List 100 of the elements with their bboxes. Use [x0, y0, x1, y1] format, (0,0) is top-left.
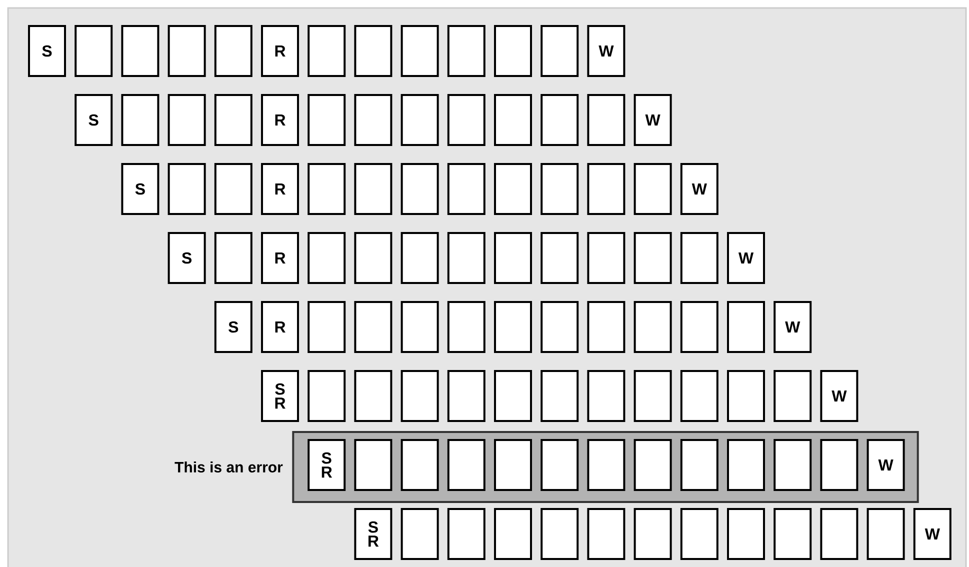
empty-cell: [400, 25, 439, 77]
empty-cell: [121, 94, 160, 146]
empty-cell: [447, 439, 486, 491]
letter-cell: S R: [354, 508, 392, 560]
empty-cell: [214, 25, 252, 77]
empty-cell: [494, 163, 532, 215]
empty-cell: [866, 508, 905, 560]
letter-cell: W: [680, 163, 718, 215]
letter-cell: R: [261, 301, 299, 353]
node-label: This is an error: [174, 461, 283, 472]
empty-cell: [680, 370, 718, 422]
empty-cell: [774, 439, 812, 491]
empty-cell: [308, 370, 346, 422]
empty-cell: [587, 301, 626, 353]
empty-cell: [587, 370, 626, 422]
empty-cell: [308, 94, 346, 146]
letter-cell: S: [214, 301, 252, 353]
empty-cell: [447, 94, 486, 146]
empty-cell: [400, 370, 439, 422]
empty-cell: [634, 301, 672, 353]
empty-cell: [447, 508, 486, 560]
empty-cell: [494, 370, 532, 422]
empty-cell: [447, 301, 486, 353]
empty-cell: [727, 370, 765, 422]
empty-cell: [168, 163, 206, 215]
empty-cell: [634, 163, 672, 215]
empty-cell: [400, 94, 439, 146]
empty-cell: [540, 508, 579, 560]
empty-cell: [308, 232, 346, 284]
empty-cell: [494, 508, 532, 560]
empty-cell: [447, 25, 486, 77]
empty-cell: [587, 232, 626, 284]
empty-cell: [400, 439, 439, 491]
empty-cell: [587, 439, 626, 491]
empty-cell: [354, 94, 392, 146]
empty-cell: [400, 232, 439, 284]
empty-cell: [354, 370, 392, 422]
empty-cell: [74, 25, 113, 77]
empty-cell: [308, 25, 346, 77]
empty-cell: [680, 439, 718, 491]
empty-cell: [214, 232, 252, 284]
empty-cell: [168, 25, 206, 77]
empty-cell: [587, 163, 626, 215]
empty-cell: [400, 301, 439, 353]
letter-cell: R: [261, 163, 299, 215]
empty-cell: [774, 370, 812, 422]
empty-cell: [680, 301, 718, 353]
empty-cell: [214, 163, 252, 215]
letter-cell: W: [820, 370, 858, 422]
empty-cell: [587, 94, 626, 146]
letter-cell: S: [168, 232, 206, 284]
empty-cell: [540, 301, 579, 353]
empty-cell: [820, 508, 858, 560]
empty-cell: [587, 508, 626, 560]
letter-cell: W: [727, 232, 765, 284]
letter-cell: W: [913, 508, 952, 560]
empty-cell: [354, 25, 392, 77]
letter-cell: R: [261, 25, 299, 77]
empty-cell: [447, 163, 486, 215]
empty-cell: [540, 370, 579, 422]
letter-cell: S R: [261, 370, 299, 422]
empty-cell: [308, 301, 346, 353]
letter-cell: W: [587, 25, 626, 77]
letter-cell: R: [261, 232, 299, 284]
letter-cell: W: [634, 94, 672, 146]
letter-cell: S: [28, 25, 66, 77]
empty-cell: [494, 232, 532, 284]
empty-cell: [680, 508, 718, 560]
empty-cell: [354, 301, 392, 353]
empty-cell: [727, 439, 765, 491]
empty-cell: [354, 163, 392, 215]
empty-cell: [354, 439, 392, 491]
letter-cell: S R: [308, 439, 346, 491]
empty-cell: [634, 439, 672, 491]
letter-cell: S: [121, 163, 160, 215]
empty-cell: [634, 508, 672, 560]
letter-cell: S: [74, 94, 113, 146]
empty-cell: [774, 508, 812, 560]
empty-cell: [354, 232, 392, 284]
empty-cell: [727, 508, 765, 560]
empty-cell: [540, 94, 579, 146]
empty-cell: [121, 25, 160, 77]
empty-cell: [214, 94, 252, 146]
letter-cell: W: [774, 301, 812, 353]
empty-cell: [400, 508, 439, 560]
empty-cell: [540, 25, 579, 77]
empty-cell: [634, 370, 672, 422]
empty-cell: [727, 301, 765, 353]
empty-cell: [447, 232, 486, 284]
letter-cell: W: [866, 439, 905, 491]
empty-cell: [308, 163, 346, 215]
letter-cell: R: [261, 94, 299, 146]
empty-cell: [820, 439, 858, 491]
empty-cell: [168, 94, 206, 146]
empty-cell: [494, 94, 532, 146]
empty-cell: [400, 163, 439, 215]
empty-cell: [680, 232, 718, 284]
empty-cell: [540, 163, 579, 215]
empty-cell: [634, 232, 672, 284]
empty-cell: [494, 301, 532, 353]
